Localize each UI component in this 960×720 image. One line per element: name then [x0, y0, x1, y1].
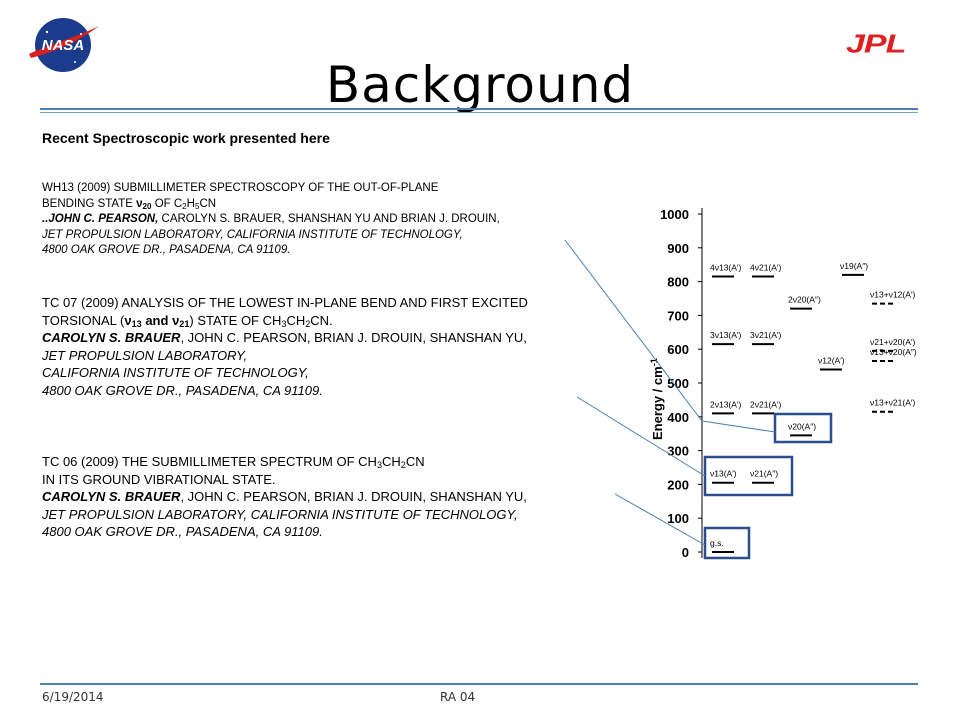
- nasa-logo: NASA: [29, 18, 99, 72]
- y-tick-label: 400: [667, 410, 689, 425]
- entry-line: TORSIONAL (ν13 and ν21) STATE OF CH3CH2C…: [42, 312, 333, 329]
- entry-author: CAROLYN S. BRAUER: [42, 489, 181, 505]
- footer-date: 6/19/2014: [42, 690, 104, 704]
- entry-line: JET PROPULSION LABORATORY,: [42, 347, 248, 363]
- y-tick-label: 900: [667, 241, 689, 256]
- entry-line: WH13 (2009) SUBMILLIMETER SPECTROSCOPY O…: [42, 182, 439, 194]
- entry-line: 4800 OAK GROVE DR., PASADENA, CA 91109.: [42, 382, 323, 398]
- reference-entry-tc07: TC 07 (2009) ANALYSIS OF THE LOWEST IN-P…: [42, 294, 622, 400]
- entry-author: CAROLYN S. BRAUER: [42, 330, 181, 346]
- energy-level-label: 4ν13(A′): [710, 263, 742, 273]
- connector-wh13-tail: [701, 420, 776, 433]
- y-tick-label: 300: [667, 444, 689, 459]
- y-tick-label: 600: [667, 342, 689, 357]
- energy-level-label: ν12(A′): [818, 355, 845, 365]
- highlight-box-v13-v21: [703, 455, 794, 497]
- entry-line: IN ITS GROUND VIBRATIONAL STATE.: [42, 471, 276, 487]
- section-heading: Recent Spectroscopic work presented here: [42, 130, 330, 146]
- energy-level-label: 2ν13(A′): [710, 399, 742, 409]
- entry-line: TC 06 (2009) THE SUBMILLIMETER SPECTRUM …: [42, 454, 425, 470]
- title-rule-thin: [40, 112, 918, 113]
- y-tick-label: 0: [682, 545, 689, 560]
- y-tick-label: 200: [667, 477, 689, 492]
- y-tick-label: 800: [667, 275, 689, 290]
- y-tick-label: 100: [667, 511, 689, 526]
- entry-line: ..JOHN C. PEARSON, CAROLYN S. BRAUER, SH…: [42, 213, 500, 225]
- energy-level-label: 3ν21(A′): [750, 330, 782, 340]
- entry-line: 4800 OAK GROVE DR., PASADENA, CA 91109.: [42, 524, 323, 540]
- entry-line: CALIFORNIA INSTITUTE OF TECHNOLOGY,: [42, 365, 309, 381]
- energy-level-label: ν13+ν21(A′): [870, 398, 915, 408]
- entry-line: CAROLYN S. BRAUER, JOHN C. PEARSON, BRIA…: [42, 489, 527, 505]
- energy-level-label: ν13+ν20(A″): [870, 347, 917, 357]
- energy-level-label: 3ν13(A′): [710, 330, 742, 340]
- entry-line: BENDING STATE ν20 OF C2H5CN: [42, 197, 217, 211]
- entry-line: 4800 OAK GROVE DR., PASADENA, CA 91109.: [42, 244, 291, 256]
- title-rule: [40, 108, 918, 110]
- footer-rule: [40, 683, 918, 685]
- energy-level-label: g.s.: [710, 538, 724, 548]
- highlight-box-gs: [703, 526, 751, 560]
- energy-level-label: ν21(A″): [750, 469, 778, 479]
- jpl-logo: JPL: [846, 30, 906, 59]
- entry-line: JET PROPULSION LABORATORY, CALIFORNIA IN…: [42, 506, 518, 522]
- entry-author: ..JOHN C. PEARSON,: [42, 213, 159, 225]
- highlight-box-v20: [773, 412, 833, 444]
- footer-code: RA 04: [440, 690, 476, 704]
- reference-entry-wh13: WH13 (2009) SUBMILLIMETER SPECTROSCOPY O…: [42, 181, 602, 259]
- energy-level-label: ν19(A″): [840, 261, 868, 271]
- entry-line: JET PROPULSION LABORATORY, CALIFORNIA IN…: [42, 228, 463, 241]
- connector-tc06: [614, 493, 706, 546]
- energy-level-label: 2ν20(A″): [788, 295, 821, 305]
- energy-level-label: ν20(A″): [788, 421, 816, 431]
- nasa-logo-text: NASA: [42, 37, 85, 54]
- entry-line: CAROLYN S. BRAUER, JOHN C. PEARSON, BRIA…: [42, 330, 527, 346]
- reference-entry-tc06: TC 06 (2009) THE SUBMILLIMETER SPECTRUM …: [42, 453, 622, 541]
- y-tick-label: 700: [667, 308, 689, 323]
- energy-level-label: ν13+ν12(A′): [870, 290, 915, 300]
- y-axis-label: Energy / cm-1: [649, 358, 665, 440]
- y-tick-label: 1000: [660, 207, 689, 222]
- energy-level-label: 2ν21(A′): [750, 399, 782, 409]
- energy-level-label: 4ν21(A′): [750, 263, 782, 273]
- energy-level-label: ν21+ν20(A′): [870, 337, 915, 347]
- entry-line: TC 07 (2009) ANALYSIS OF THE LOWEST IN-P…: [42, 295, 528, 310]
- y-tick-label: 500: [667, 376, 689, 391]
- page-title: Background: [325, 56, 635, 114]
- energy-level-label: ν13(A′): [710, 469, 737, 479]
